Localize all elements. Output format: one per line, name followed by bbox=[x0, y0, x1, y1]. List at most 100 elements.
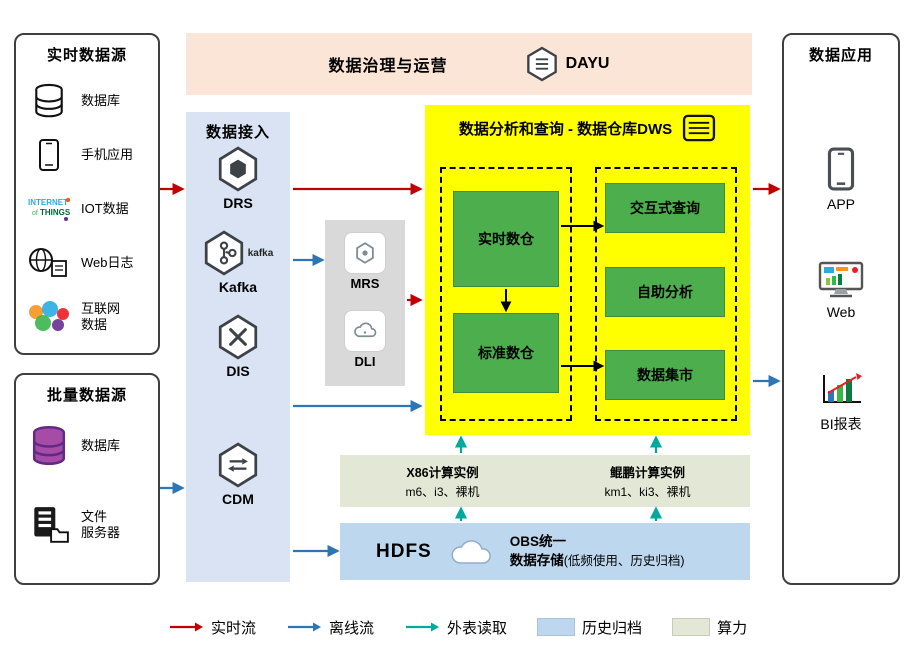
dws-warehouse-panel: 数据分析和查询 - 数据仓库DWS 实时数仓 标准数仓 交互式查询 自助分析 数… bbox=[425, 105, 750, 435]
dws-left-dashed-group bbox=[440, 167, 572, 421]
compute-detail: km1、ki3、裸机 bbox=[604, 485, 691, 499]
access-item-cdm: CDM bbox=[186, 442, 290, 507]
engine-item-dli: DLI bbox=[325, 310, 405, 369]
web-log-icon bbox=[26, 246, 72, 280]
legend-item-external-read: 外表读取 bbox=[404, 617, 507, 638]
app-item-web: Web bbox=[784, 261, 898, 320]
module-label: 自助分析 bbox=[637, 284, 693, 300]
legend-item-realtime-flow: 实时流 bbox=[168, 617, 256, 638]
app-item-label: Web bbox=[826, 304, 856, 320]
source-item-iot: INTERNET of THINGS IOT数据 bbox=[26, 183, 154, 235]
compute-bar: X86计算实例 m6、i3、裸机 鲲鹏计算实例 km1、ki3、裸机 bbox=[340, 455, 750, 507]
legend-label: 离线流 bbox=[329, 619, 375, 637]
module-data-mart: 数据集市 bbox=[605, 350, 725, 400]
source-item-mobile-app: 手机应用 bbox=[26, 129, 154, 181]
dws-ledger-icon bbox=[683, 114, 716, 142]
dws-title: 数据分析和查询 - 数据仓库DWS bbox=[458, 120, 673, 138]
obs-line2: 数据存储 bbox=[509, 552, 564, 568]
app-phone-icon bbox=[827, 147, 855, 191]
obs-note: (低频使用、历史归档) bbox=[563, 553, 685, 568]
database-icon bbox=[26, 83, 72, 119]
legend-item-archive: 历史归档 bbox=[537, 617, 642, 638]
module-label: 标准数仓 bbox=[478, 345, 534, 361]
dli-icon bbox=[344, 310, 386, 352]
legend-label: 外表读取 bbox=[447, 619, 508, 637]
data-apps-panel: 数据应用 APP Web bbox=[782, 33, 900, 585]
module-interactive-query: 交互式查询 bbox=[605, 183, 725, 233]
legend-item-offline-flow: 离线流 bbox=[286, 617, 374, 638]
source-item-database: 数据库 bbox=[26, 75, 154, 127]
data-apps-title: 数据应用 bbox=[808, 47, 873, 64]
data-access-panel: 数据接入 DRS kafka bbox=[186, 112, 290, 582]
realtime-sources-panel: 实时数据源 数据库 手机应用 bbox=[14, 33, 160, 355]
dayu-group: DAYU bbox=[526, 46, 610, 82]
kafka-wordmark: kafka bbox=[247, 247, 274, 259]
access-item-drs: DRS bbox=[186, 146, 290, 211]
database-purple-icon bbox=[26, 425, 72, 467]
app-item-app: APP bbox=[784, 147, 898, 212]
realtime-sources-title: 实时数据源 bbox=[46, 47, 127, 64]
dws-header: 数据分析和查询 - 数据仓库DWS bbox=[425, 105, 750, 142]
source-item-label: 文件 服务器 bbox=[81, 508, 121, 540]
source-item-label: Web日志 bbox=[81, 254, 134, 270]
source-item-label: 数据库 bbox=[81, 437, 121, 453]
access-item-label: DIS bbox=[226, 363, 250, 379]
module-realtime-warehouse: 实时数仓 bbox=[453, 191, 559, 287]
app-item-label: APP bbox=[826, 196, 855, 212]
drs-icon bbox=[218, 146, 258, 192]
access-item-label: Kafka bbox=[218, 279, 258, 295]
svg-text:THINGS: THINGS bbox=[40, 208, 71, 217]
storage-bar: HDFS OBS统一 数据存储(低频使用、历史归档) bbox=[340, 523, 750, 580]
source-item-label: 手机应用 bbox=[81, 146, 134, 162]
svg-text:of: of bbox=[32, 210, 38, 217]
batch-sources-title: 批量数据源 bbox=[46, 387, 127, 404]
compute-power-swatch bbox=[672, 618, 711, 636]
kafka-icon bbox=[204, 230, 243, 276]
compute-detail: m6、i3、裸机 bbox=[405, 485, 480, 499]
engine-item-label: MRS bbox=[350, 276, 380, 291]
source-item-database-batch: 数据库 bbox=[26, 417, 154, 475]
engine-item-mrs: MRS bbox=[325, 232, 405, 291]
module-self-service-analysis: 自助分析 bbox=[605, 267, 725, 317]
obs-cloud-icon bbox=[451, 539, 491, 564]
cdm-icon bbox=[218, 442, 258, 488]
source-item-internet-data: 互联网 数据 bbox=[26, 291, 154, 343]
source-item-label: 数据库 bbox=[81, 92, 121, 108]
app-item-bi: BI报表 bbox=[784, 371, 898, 434]
module-label: 数据集市 bbox=[637, 367, 693, 383]
legend: 实时流 离线流 外表读取 历史归档 算力 bbox=[168, 612, 828, 642]
compute-x86: X86计算实例 m6、i3、裸机 bbox=[340, 455, 545, 507]
engine-panel: MRS DLI bbox=[325, 220, 405, 386]
web-monitor-icon bbox=[818, 261, 864, 298]
archive-swatch bbox=[537, 618, 576, 636]
mrs-icon bbox=[344, 232, 386, 274]
external-read-arrow-icon bbox=[406, 622, 440, 632]
governance-title: 数据治理与运营 bbox=[328, 58, 448, 75]
source-item-file-server: 文件 服务器 bbox=[26, 493, 154, 557]
file-server-icon bbox=[26, 506, 72, 544]
app-item-label: BI报表 bbox=[820, 416, 862, 432]
bi-chart-icon bbox=[823, 373, 862, 403]
module-label: 实时数仓 bbox=[478, 231, 534, 247]
svg-text:INTERNET: INTERNET bbox=[28, 198, 68, 207]
legend-label: 历史归档 bbox=[582, 619, 643, 637]
access-item-dis: DIS bbox=[186, 314, 290, 379]
legend-label: 算力 bbox=[717, 619, 748, 637]
module-label: 交互式查询 bbox=[630, 200, 700, 216]
governance-bar: 数据治理与运营 DAYU bbox=[186, 33, 752, 95]
dws-right-dashed-group bbox=[595, 167, 737, 421]
hdfs-label: HDFS bbox=[376, 540, 432, 562]
phone-icon bbox=[26, 137, 72, 173]
access-item-kafka: kafka Kafka bbox=[186, 230, 290, 295]
iot-icon: INTERNET of THINGS bbox=[26, 192, 72, 226]
obs-text: OBS统一 数据存储(低频使用、历史归档) bbox=[510, 533, 685, 569]
dayu-icon bbox=[526, 46, 557, 82]
source-item-label: 互联网 数据 bbox=[81, 300, 121, 332]
obs-line1: OBS统一 bbox=[509, 534, 566, 550]
source-item-label: IOT数据 bbox=[81, 200, 129, 216]
batch-sources-panel: 批量数据源 数据库 bbox=[14, 373, 160, 585]
dayu-label: DAYU bbox=[565, 55, 610, 72]
source-item-web-log: Web日志 bbox=[26, 237, 154, 289]
realtime-flow-arrow-icon bbox=[170, 622, 203, 632]
